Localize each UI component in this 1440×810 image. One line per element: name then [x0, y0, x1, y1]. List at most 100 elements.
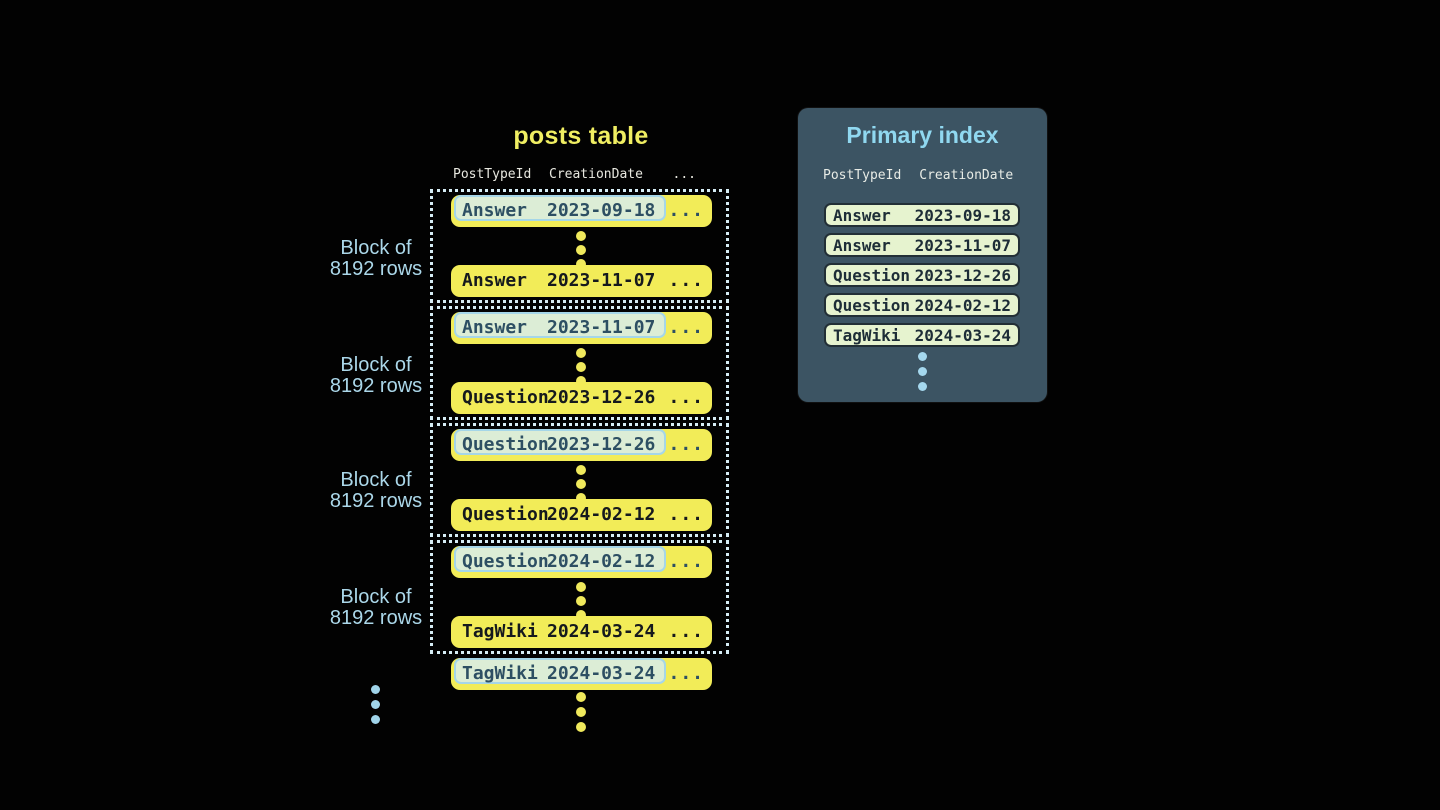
dot: [371, 700, 380, 709]
cell-post-type: Question: [462, 434, 549, 455]
block-size-label-1: Block of 8192 rows: [306, 238, 446, 280]
dot: [576, 610, 586, 620]
cell-creation-date: 2024-03-24: [547, 663, 656, 684]
index-highlight-box: [454, 312, 666, 338]
block-label-line2: 8192 rows: [329, 607, 423, 629]
dot: [371, 715, 380, 724]
dot: [576, 231, 586, 241]
cell-more: ...: [668, 434, 704, 455]
index-row: TagWiki 2024-03-24: [824, 323, 1020, 347]
dot: [576, 493, 586, 503]
rows-ellipsis-dots: [576, 465, 586, 503]
tail-row: TagWiki 2024-03-24 ...: [451, 658, 712, 690]
dot: [576, 376, 586, 386]
block-label-line1: Block of: [340, 586, 412, 608]
cell-creation-date: 2023-11-07: [547, 270, 656, 291]
primary-index-panel: Primary index PostTypeId CreationDate An…: [798, 108, 1047, 402]
cell-post-type: Question: [462, 551, 549, 572]
cell-creation-date: 2023-12-26: [547, 387, 656, 408]
index-row: Answer 2023-09-18: [824, 203, 1020, 227]
cell-post-type: Answer: [833, 205, 891, 225]
dot: [576, 692, 586, 702]
dot: [371, 685, 380, 694]
cell-more: ...: [668, 200, 704, 221]
block-size-label-3: Block of 8192 rows: [306, 470, 446, 512]
cell-post-type: Question: [462, 387, 549, 408]
cell-post-type: Answer: [833, 235, 891, 255]
block4-last-row: TagWiki 2024-03-24 ...: [451, 616, 712, 648]
cell-post-type: TagWiki: [462, 621, 538, 642]
dot: [576, 245, 586, 255]
dot: [576, 348, 586, 358]
cell-post-type: TagWiki: [833, 325, 901, 345]
posts-block-1: Answer 2023-09-18 ... Answer 2023-11-07 …: [430, 189, 729, 303]
cell-post-type: Answer: [462, 270, 528, 291]
block-label-line2: 8192 rows: [329, 258, 423, 280]
index-highlight-box: [454, 658, 666, 684]
block1-last-row: Answer 2023-11-07 ...: [451, 265, 712, 297]
cell-post-type: Question: [833, 265, 911, 285]
dot: [576, 259, 586, 269]
index-highlight-box: [454, 195, 666, 221]
block-label-line1: Block of: [340, 469, 412, 491]
block-label-line1: Block of: [340, 237, 412, 259]
cell-creation-date: 2024-02-12: [547, 504, 656, 525]
block-label-line2: 8192 rows: [329, 490, 423, 512]
cell-creation-date: 2024-03-24: [914, 325, 1011, 345]
block-label-line1: Block of: [340, 354, 412, 376]
cell-more: ...: [668, 504, 704, 525]
index-row: Answer 2023-11-07: [824, 233, 1020, 257]
block3-last-row: Question 2024-02-12 ...: [451, 499, 712, 531]
block4-first-row: Question 2024-02-12 ...: [451, 546, 712, 578]
posts-block-4: Question 2024-02-12 ... TagWiki 2024-03-…: [430, 540, 729, 654]
cell-more: ...: [668, 387, 704, 408]
dot: [576, 582, 586, 592]
cell-creation-date: 2023-11-07: [547, 317, 656, 338]
column-header-more: ...: [672, 167, 696, 182]
cell-post-type: Answer: [462, 200, 528, 221]
cell-creation-date: 2024-03-24: [547, 621, 656, 642]
column-header-creationdate: CreationDate: [919, 168, 1014, 183]
index-row: Question 2023-12-26: [824, 263, 1020, 287]
cell-post-type: Question: [462, 504, 549, 525]
index-highlight-box: [454, 546, 666, 572]
rows-ellipsis-dots: [576, 348, 586, 386]
cell-creation-date: 2023-12-26: [547, 434, 656, 455]
posts-table-title: posts table: [513, 122, 649, 150]
dot: [918, 382, 927, 391]
cell-post-type: TagWiki: [462, 663, 538, 684]
primary-index-title: Primary index: [846, 122, 999, 148]
dot: [918, 367, 927, 376]
primary-index-rows: Answer 2023-09-18 Answer 2023-11-07 Ques…: [824, 203, 1020, 353]
rows-ellipsis-dots: [576, 231, 586, 269]
column-header-creationdate: CreationDate: [549, 167, 643, 182]
cell-creation-date: 2023-11-07: [914, 235, 1011, 255]
dot: [576, 707, 586, 717]
more-index-entries-dots: [918, 352, 927, 391]
cell-creation-date: 2024-02-12: [547, 551, 656, 572]
column-header-posttypeid: PostTypeId: [823, 168, 902, 183]
block-size-label-2: Block of 8192 rows: [306, 355, 446, 397]
more-rows-dots: [576, 692, 586, 732]
block-size-label-4: Block of 8192 rows: [306, 587, 446, 629]
cell-more: ...: [668, 663, 704, 684]
cell-creation-date: 2023-09-18: [914, 205, 1011, 225]
cell-more: ...: [668, 551, 704, 572]
posts-table-column-headers: PostTypeId CreationDate ...: [451, 166, 712, 184]
block2-last-row: Question 2023-12-26 ...: [451, 382, 712, 414]
cell-post-type: Answer: [462, 317, 528, 338]
block2-first-row: Answer 2023-11-07 ...: [451, 312, 712, 344]
block-label-line2: 8192 rows: [329, 375, 423, 397]
dot: [576, 479, 586, 489]
primary-index-column-headers: PostTypeId CreationDate: [823, 168, 1013, 183]
posts-block-3: Question 2023-12-26 ... Question 2024-02…: [430, 423, 729, 537]
rows-ellipsis-dots: [576, 582, 586, 620]
index-row: Question 2024-02-12: [824, 293, 1020, 317]
dot: [576, 596, 586, 606]
block3-first-row: Question 2023-12-26 ...: [451, 429, 712, 461]
cell-more: ...: [668, 621, 704, 642]
cell-more: ...: [668, 270, 704, 291]
cell-more: ...: [668, 317, 704, 338]
cell-creation-date: 2023-12-26: [914, 265, 1011, 285]
